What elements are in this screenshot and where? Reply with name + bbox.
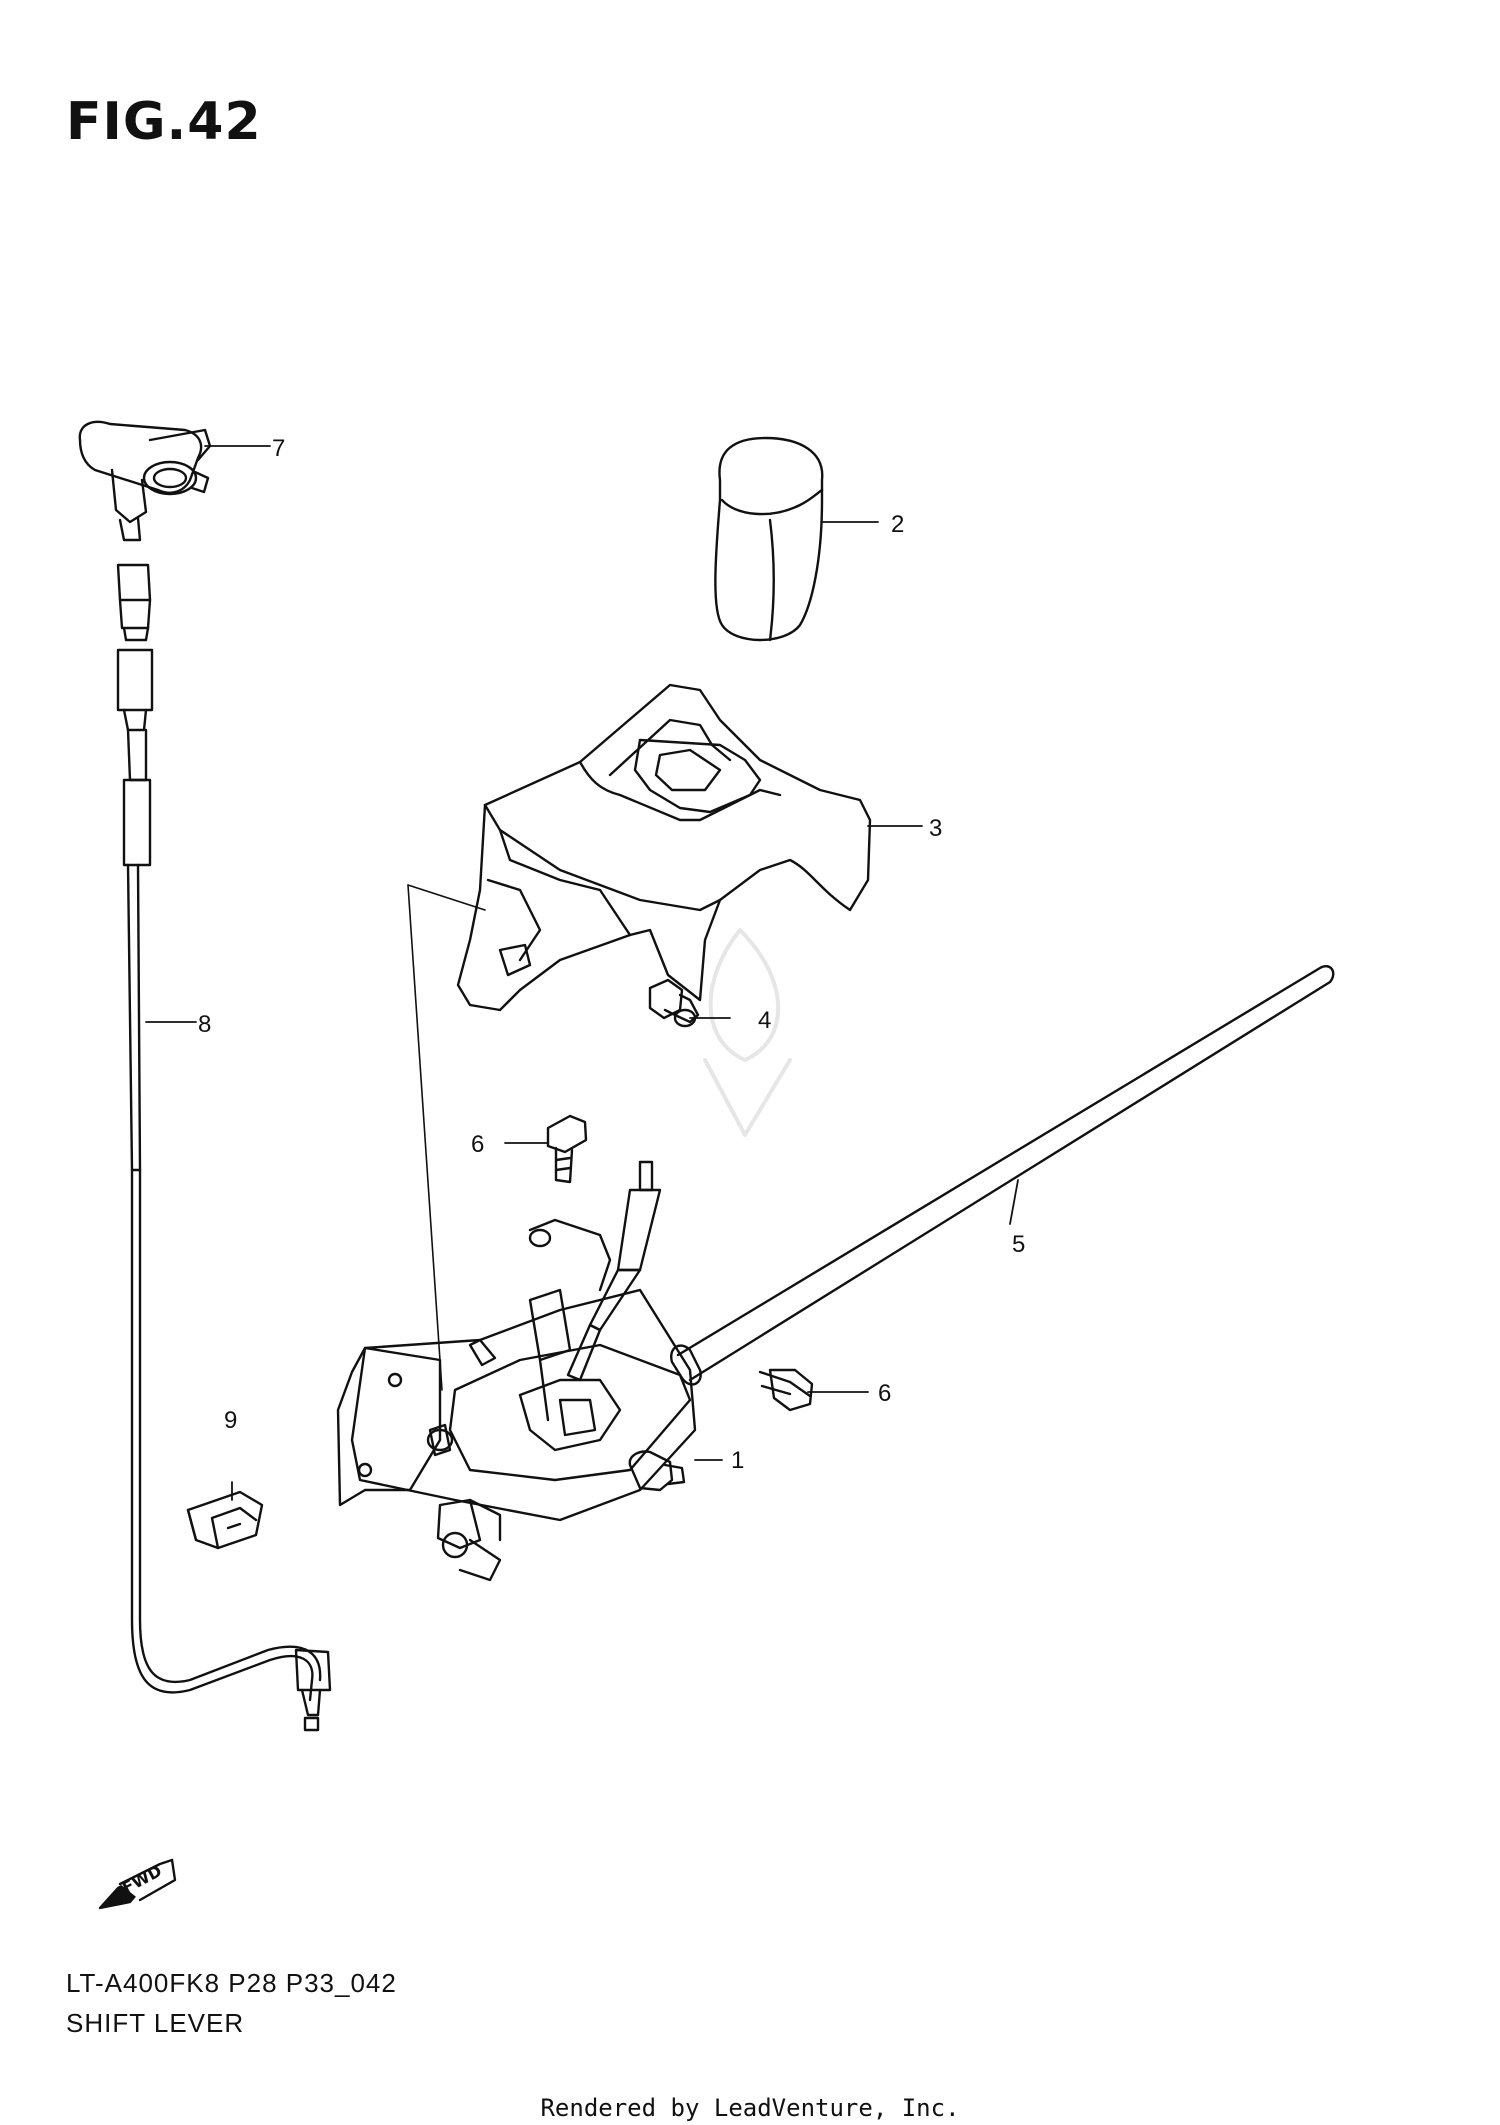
figure-title: FIG.42	[66, 92, 262, 152]
model-code: LT-A400FK8 P28 P33_042	[66, 1968, 397, 1998]
part-6-upper-bolt	[546, 1114, 588, 1184]
fwd-arrow-icon	[98, 1858, 177, 1910]
part-4-bolt	[648, 978, 700, 1028]
part-3-shift-cover	[456, 683, 872, 1012]
watermark-logo	[703, 928, 792, 1137]
callout-1: 1	[731, 1447, 744, 1474]
part-6-lower-bolt	[758, 1368, 814, 1412]
callout-7: 7	[272, 435, 285, 462]
part-8-cable	[116, 563, 332, 1732]
callout-9: 9	[224, 1407, 237, 1434]
callout-3: 3	[929, 815, 942, 842]
callout-leaders	[145, 445, 1019, 1501]
callout-5: 5	[1012, 1231, 1025, 1258]
part-1-lever-bracket	[336, 884, 697, 1582]
figure-subtitle: SHIFT LEVER	[66, 2008, 245, 2038]
callout-2: 2	[891, 511, 904, 538]
part-7-switch-housing	[78, 420, 212, 542]
callout-4: 4	[758, 1007, 771, 1034]
part-9-clamp	[186, 1490, 264, 1550]
part-2-knob	[714, 436, 824, 642]
callout-6-upper: 6	[471, 1131, 484, 1158]
callout-6-lower: 6	[878, 1380, 891, 1407]
part-5-rod	[670, 965, 1335, 1386]
render-credit: Rendered by LeadVenture, Inc.	[540, 2094, 960, 2122]
callout-8: 8	[198, 1011, 211, 1038]
